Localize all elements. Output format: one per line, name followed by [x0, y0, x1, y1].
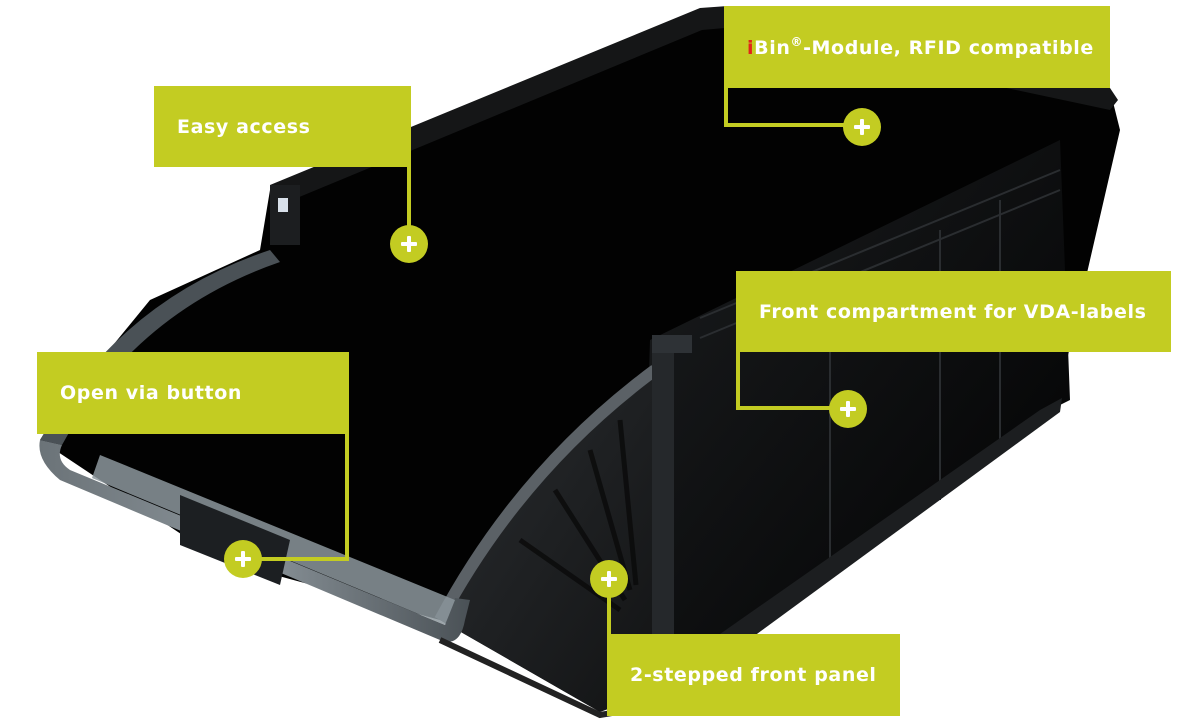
callout-open-via-button: Open via button	[37, 352, 349, 434]
hotspot-two-stepped-front-panel[interactable]	[590, 560, 628, 598]
connector-line	[724, 88, 728, 127]
connector-line	[724, 123, 846, 127]
callout-two-stepped-front-panel: 2-stepped front panel	[607, 634, 900, 716]
callout-ibin-module: iBin®-Module, RFID compatible	[724, 6, 1110, 88]
callout-easy-access: Easy access	[154, 86, 411, 167]
hotspot-open-via-button[interactable]	[224, 540, 262, 578]
connector-line	[407, 167, 411, 227]
callout-label: Easy access	[177, 115, 311, 138]
plus-icon	[854, 119, 870, 135]
plus-icon	[601, 571, 617, 587]
bin-release-button	[180, 495, 290, 585]
connector-line	[607, 595, 611, 635]
plus-icon	[401, 236, 417, 252]
hotspot-easy-access[interactable]	[390, 225, 428, 263]
plus-icon	[840, 401, 856, 417]
connector-line	[258, 557, 349, 561]
bin-front-panel	[440, 370, 660, 712]
connector-line	[736, 352, 740, 410]
plus-icon	[235, 551, 251, 567]
connector-line	[736, 406, 832, 410]
callout-front-compartment: Front compartment for VDA-labels	[736, 271, 1171, 352]
bin-handle	[39, 440, 471, 642]
callout-label: iBin®-Module, RFID compatible	[747, 35, 1094, 59]
callout-label: 2-stepped front panel	[630, 664, 877, 686]
connector-line	[345, 434, 349, 561]
hotspot-front-compartment[interactable]	[829, 390, 867, 428]
hotspot-ibin-module[interactable]	[843, 108, 881, 146]
brand-i-red: i	[747, 37, 755, 59]
callout-label: Front compartment for VDA-labels	[759, 300, 1147, 323]
callout-label: Open via button	[60, 382, 242, 404]
